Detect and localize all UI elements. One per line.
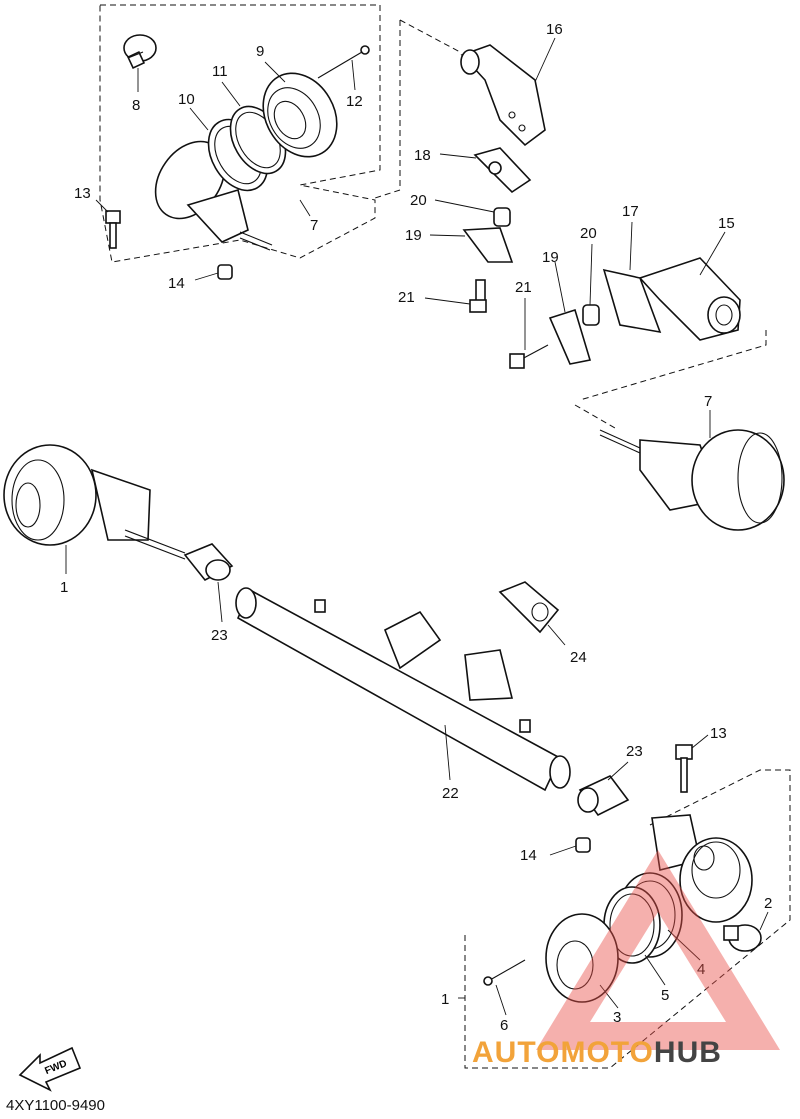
flasher-7b [574, 404, 785, 531]
callout-17: 17 [622, 203, 639, 220]
callout-14-top: 14 [168, 275, 185, 292]
plate-19a [462, 227, 514, 263]
clamp-24 [498, 581, 560, 634]
callout-7-right: 7 [704, 393, 712, 410]
watermark-text-hub: HUB [654, 1036, 722, 1069]
collar-20a [493, 207, 511, 227]
callout-18: 18 [414, 147, 431, 164]
bracket-15 [638, 257, 741, 341]
plate-17 [602, 268, 662, 334]
nut-14a [217, 264, 233, 280]
flasher-stem-7a [186, 188, 249, 243]
callout-16: 16 [546, 21, 563, 38]
callout-7-top: 7 [310, 217, 318, 234]
callouts: 8 9 10 11 12 13 14 7 16 18 20 19 21 20 1… [60, 21, 772, 1034]
callout-23-b: 23 [626, 743, 643, 760]
bolt-13b [675, 744, 693, 793]
callout-19-b: 19 [542, 249, 559, 266]
callout-3: 3 [613, 1009, 621, 1026]
callout-2: 2 [764, 895, 772, 912]
callout-14-bottom: 14 [520, 847, 537, 864]
callout-13-top: 13 [74, 185, 91, 202]
bottom-right-assembly [464, 744, 791, 1069]
leader-lines [65, 37, 769, 1016]
bracket-16 [460, 44, 546, 147]
callout-22: 22 [442, 785, 459, 802]
bolt-21a [469, 279, 487, 313]
nut-14b [575, 837, 591, 853]
callout-8: 8 [132, 97, 140, 114]
screw-12 [317, 45, 370, 79]
bulb-2 [723, 924, 762, 952]
callout-21-a: 21 [398, 289, 415, 306]
callout-20-a: 20 [410, 192, 427, 209]
bolt-21b [509, 344, 549, 369]
callout-24: 24 [570, 649, 587, 666]
callout-9: 9 [256, 43, 264, 60]
callout-23-a: 23 [211, 627, 228, 644]
boundary-bracket [374, 20, 401, 199]
lens-3 [545, 913, 619, 1003]
damper-23b [577, 775, 630, 817]
screw-6 [483, 959, 526, 986]
fwd-arrow: FWD [18, 1046, 82, 1092]
callout-13-bottom: 13 [710, 725, 727, 742]
upper-right-brackets [374, 19, 767, 401]
boundary-top-left [99, 4, 381, 263]
callout-21-b: 21 [515, 279, 532, 296]
callout-15: 15 [718, 215, 735, 232]
callout-1-left: 1 [60, 579, 68, 596]
bulb-8 [123, 34, 157, 70]
plate-19b [548, 308, 592, 365]
callout-20-b: 20 [580, 225, 597, 242]
callout-19-a: 19 [405, 227, 422, 244]
top-left-assembly [99, 4, 381, 280]
watermark-text-auto-moto: AUTOMOTO [472, 1036, 654, 1069]
watermark-triangle-icon [536, 850, 780, 1050]
callout-1-bottom: 1 [441, 991, 449, 1008]
watermark: AUTOMOTOHUB [472, 850, 780, 1069]
housing-bottom [651, 814, 753, 923]
stay-bar-22 [235, 587, 571, 792]
boundary-bottom-right [464, 769, 791, 1069]
callout-4: 4 [697, 961, 705, 978]
callout-6: 6 [500, 1017, 508, 1034]
callout-10: 10 [178, 91, 195, 108]
collar-20b [582, 304, 600, 326]
svg-text:AUTOMOTOHUB: AUTOMOTOHUB [472, 1036, 722, 1069]
diagram-code: 4XY1100-9490 [6, 1097, 105, 1114]
housing-9 [262, 72, 338, 158]
damper-23a [183, 543, 234, 582]
bolt-13a [105, 210, 121, 249]
callout-12: 12 [346, 93, 363, 110]
callout-11: 11 [212, 63, 228, 80]
callout-5: 5 [661, 987, 669, 1004]
plate-18 [473, 147, 532, 194]
flasher-1a [3, 444, 186, 560]
